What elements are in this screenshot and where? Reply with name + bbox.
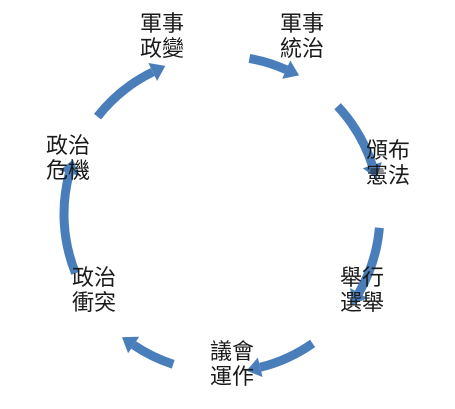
node-label-line2: 選舉 xyxy=(339,291,384,316)
arrow-elections-to-parliament-shaft xyxy=(259,339,316,372)
arrow-crisis-to-coup-shaft xyxy=(93,67,155,120)
node-military-coup: 軍事 政變 xyxy=(124,12,200,62)
arrow-parliament-to-conflict-head xyxy=(122,336,140,354)
arrow-constitution-to-elections-head xyxy=(350,288,368,306)
node-political-conflict: 政治 衝突 xyxy=(56,266,132,316)
node-hold-elections: 舉行 選舉 xyxy=(324,266,400,316)
node-political-crisis: 政治 危機 xyxy=(30,134,106,184)
node-label-line1: 政治 xyxy=(71,266,116,291)
node-military-rule: 軍事 統治 xyxy=(264,12,340,62)
arrow-constitution-to-elections-shaft xyxy=(354,227,384,296)
arrow-parliament-to-conflict-shaft xyxy=(131,341,175,369)
node-label-line1: 議會 xyxy=(209,340,254,365)
node-label-line1: 頒布 xyxy=(365,139,410,164)
node-label-line2: 統治 xyxy=(279,37,324,62)
arrow-crisis-to-coup-head xyxy=(148,63,166,81)
arrow-rule-to-constitution-head xyxy=(362,162,382,179)
node-label-line1: 政治 xyxy=(45,134,90,159)
node-label-line2: 衝突 xyxy=(71,291,116,316)
node-label-line2: 政變 xyxy=(139,37,184,62)
node-label-line2: 運作 xyxy=(209,365,254,390)
arrow-conflict-to-crisis-head xyxy=(59,159,79,176)
node-label-line2: 憲法 xyxy=(365,164,410,189)
node-promulgate-constitution: 頒布 憲法 xyxy=(350,139,426,189)
node-label-line2: 危機 xyxy=(45,159,90,184)
node-label-line1: 舉行 xyxy=(339,266,384,291)
arrow-conflict-to-crisis-shaft xyxy=(59,171,80,275)
node-label-line1: 軍事 xyxy=(139,12,184,37)
arrow-rule-to-constitution-shaft xyxy=(334,103,377,167)
arrow-coup-to-rule-head xyxy=(282,60,300,79)
node-parliament-operation: 議會 運作 xyxy=(194,340,270,390)
arrow-elections-to-parliament-head xyxy=(246,357,263,377)
node-label-line1: 軍事 xyxy=(279,12,324,37)
